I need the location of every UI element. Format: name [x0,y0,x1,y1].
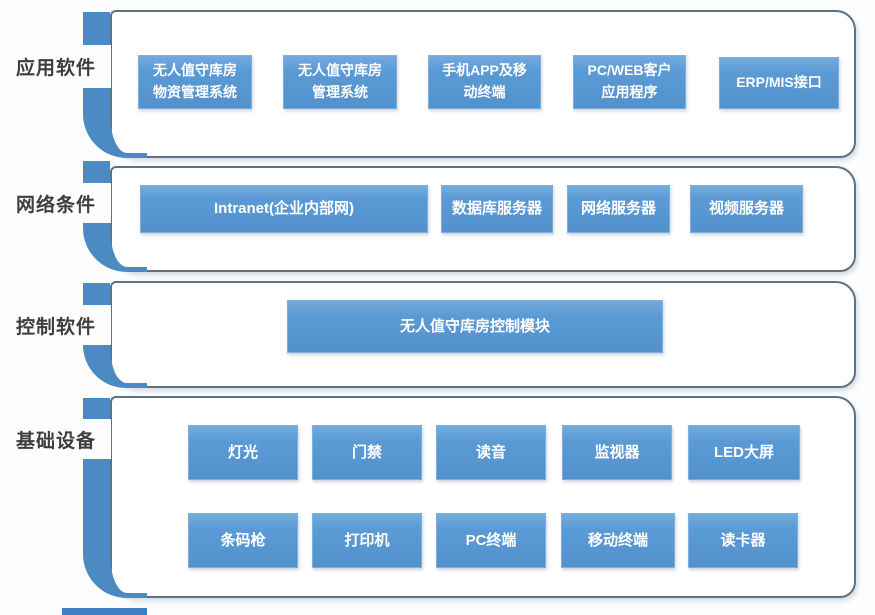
layer-label-control-software: 控制软件 [16,316,97,338]
layer-label-basic-equipment: 基础设备 [16,430,97,452]
layer-bracket [83,345,147,388]
box-warehouse-control-module: 无人值守库房控制模块 [287,300,663,353]
layer-label-notch: 控制软件 [0,305,111,345]
box-erp-mis-interface: ERP/MIS接口 [719,57,839,109]
layer-bracket [83,161,110,183]
box-light: 灯光 [188,425,298,480]
box-card-reader: 读卡器 [688,513,798,568]
box-pc-web-client: PC/WEB客户 应用程序 [573,55,686,109]
layer-label-notch: 应用软件 [0,45,111,88]
layer-bracket [83,223,147,272]
box-barcode-gun: 条码枪 [188,513,298,568]
box-audio: 读音 [436,425,546,480]
box-mobile-terminal: 移动终端 [561,513,675,568]
box-printer: 打印机 [312,513,422,568]
box-mobile-app-terminal: 手机APP及移 动终端 [428,55,541,109]
cropped-edge-strip [62,608,147,615]
box-video-server: 视频服务器 [690,185,803,233]
layer-label-network-conditions: 网络条件 [16,194,97,216]
box-pc-terminal: PC终端 [436,513,546,568]
box-monitor: 监视器 [562,425,672,480]
layer-label-notch: 基础设备 [0,419,111,459]
layer-bracket [83,12,110,45]
box-database-server: 数据库服务器 [441,185,553,233]
box-access-control: 门禁 [312,425,422,480]
box-led-screen: LED大屏 [688,425,800,480]
box-wms-materials-system: 无人值守库房 物资管理系统 [138,55,252,109]
box-wms-system: 无人值守库房 管理系统 [283,55,397,109]
layer-label-application-software: 应用软件 [16,58,97,79]
box-intranet: Intranet(企业内部网) [140,185,428,233]
layer-bracket [83,459,147,598]
layer-bracket [83,283,110,305]
layer-bracket [83,398,110,419]
layer-label-notch: 网络条件 [0,183,111,223]
box-network-server: 网络服务器 [567,185,670,233]
